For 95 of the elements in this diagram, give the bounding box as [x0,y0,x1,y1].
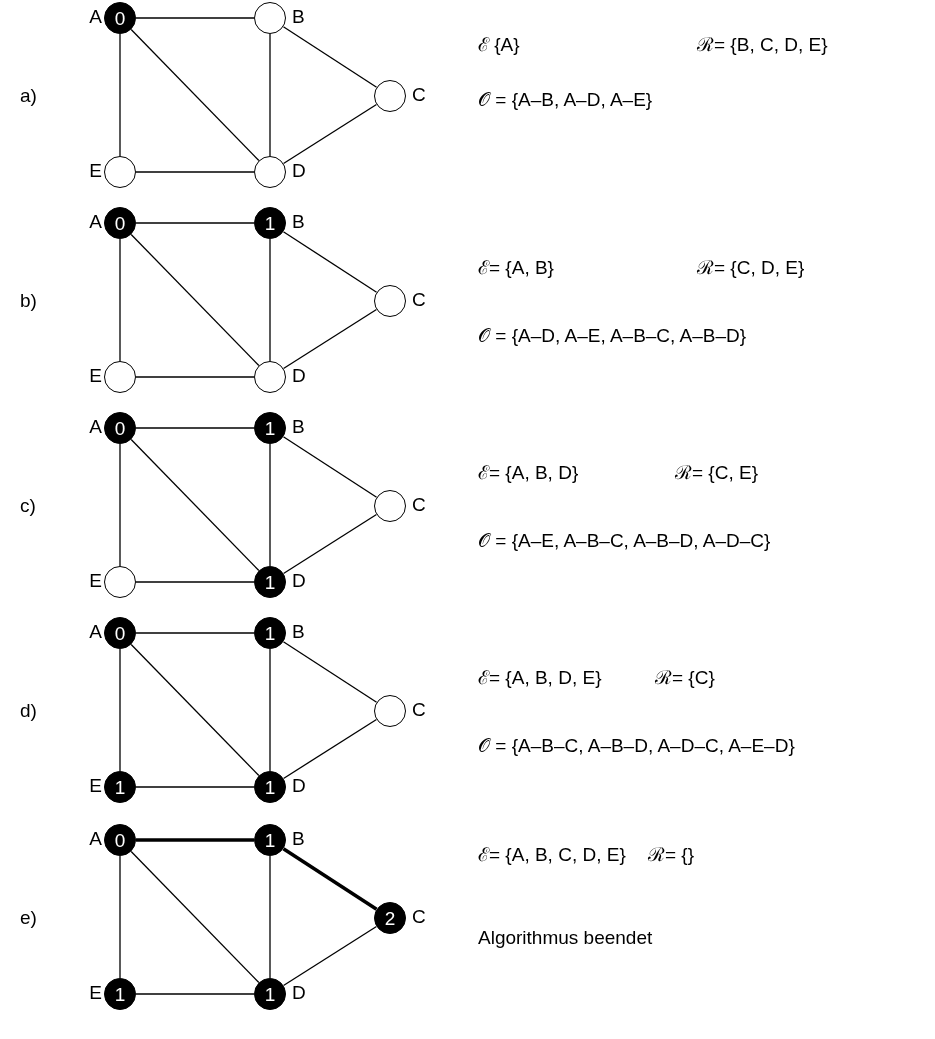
vertex-letter: C [412,907,426,926]
vertex-letter: B [292,7,305,26]
open-paths-formula: 𝒪 = {A–B–C, A–B–D, A–D–C, A–E–D} [478,736,795,755]
panel-letter: e) [20,908,37,927]
numbered-vertex-circle: 1 [254,412,286,444]
remaining-set-formula: ℛ= {} [648,845,695,864]
vertex-letter: E [89,366,102,385]
vertex-letter: B [292,829,305,848]
panel-letter: b) [20,291,37,310]
vertex-letter: D [292,776,306,795]
numbered-vertex-circle: 1 [254,207,286,239]
explored-set-formula: ℰ= {A, B} [478,258,554,277]
edge-line [135,993,255,995]
numbered-vertex-circle: 0 [104,824,136,856]
explored-set-formula: ℰ= {A, B, C, D, E} [478,845,626,864]
edge-line [269,855,271,979]
edge-line [130,850,260,984]
numbered-vertex-circle: 2 [374,902,406,934]
panel-letter: d) [20,701,37,720]
vertex-letter: B [292,417,305,436]
remaining-set-formula: ℛ= {C} [655,668,715,687]
vertex-letter: E [89,983,102,1002]
remaining-set-formula: ℛ= {C, E} [675,463,759,482]
edge-line [135,581,255,583]
open-paths-formula: 𝒪 = {A–B, A–D, A–E} [478,90,653,109]
vertex-letter: C [412,85,426,104]
edge-line [135,222,255,224]
edge-line [269,33,271,157]
vertex-letter: C [412,290,426,309]
vertex-letter: A [89,622,102,641]
vertex-letter: A [89,212,102,231]
vertex-letter: C [412,700,426,719]
edge-line [269,238,271,362]
vertex-letter: E [89,161,102,180]
numbered-vertex-circle: 1 [104,771,136,803]
status-note: Algorithmus beendet [478,928,653,947]
edge-line [282,925,378,987]
edge-line [282,513,378,575]
vertex-letter: D [292,983,306,1002]
vertex-letter: A [89,7,102,26]
edge-line [282,641,378,703]
edge-line [130,438,260,572]
panel-letter: c) [20,496,36,515]
numbered-vertex-circle: 1 [254,771,286,803]
edge-line [282,231,378,293]
highlighted-edge-line [136,838,254,842]
edge-line [135,632,255,634]
edge-line [282,26,378,88]
explored-set-formula: ℰ= {A, B, D} [478,463,579,482]
edge-line [130,233,260,367]
edge-line [119,855,121,979]
edge-line [135,376,255,378]
edge-line [119,443,121,567]
edge-line [282,436,378,498]
numbered-vertex-circle: 0 [104,412,136,444]
numbered-vertex-circle: 0 [104,2,136,34]
numbered-vertex-circle: 1 [254,566,286,598]
edge-line [130,643,260,777]
edge-line [130,28,260,162]
edge-line [282,103,378,165]
open-paths-formula: 𝒪 = {A–E, A–B–C, A–B–D, A–D–C} [478,531,771,550]
edge-line [282,718,378,780]
vertex-letter: A [89,829,102,848]
open-paths-formula: 𝒪 = {A–D, A–E, A–B–C, A–B–D} [478,326,747,345]
explored-set-formula: ℰ= {A, B, D, E} [478,668,602,687]
numbered-vertex-circle: 1 [254,824,286,856]
edge-line [269,648,271,772]
edge-line [135,427,255,429]
vertex-letter: B [292,212,305,231]
remaining-set-formula: ℛ= {C, D, E} [697,258,805,277]
edge-line [135,786,255,788]
numbered-vertex-circle: 1 [254,617,286,649]
vertex-letter: D [292,161,306,180]
vertex-letter: E [89,776,102,795]
edge-line [119,648,121,772]
edge-line [119,33,121,157]
numbered-vertex-circle: 0 [104,617,136,649]
edge-line [282,308,378,370]
numbered-vertex-circle: 1 [104,978,136,1010]
numbered-vertex-circle: 0 [104,207,136,239]
vertex-letter: B [292,622,305,641]
explored-set-formula: ℰ {A} [478,35,520,54]
vertex-letter: A [89,417,102,436]
vertex-letter: E [89,571,102,590]
remaining-set-formula: ℛ= {B, C, D, E} [697,35,828,54]
panel-letter: a) [20,86,37,105]
highlighted-edge-line [282,847,378,911]
vertex-letter: D [292,366,306,385]
edge-line [119,238,121,362]
edge-line [135,171,255,173]
numbered-vertex-circle: 1 [254,978,286,1010]
edge-line [135,17,255,19]
vertex-letter: C [412,495,426,514]
edge-line [269,443,271,567]
vertex-letter: D [292,571,306,590]
